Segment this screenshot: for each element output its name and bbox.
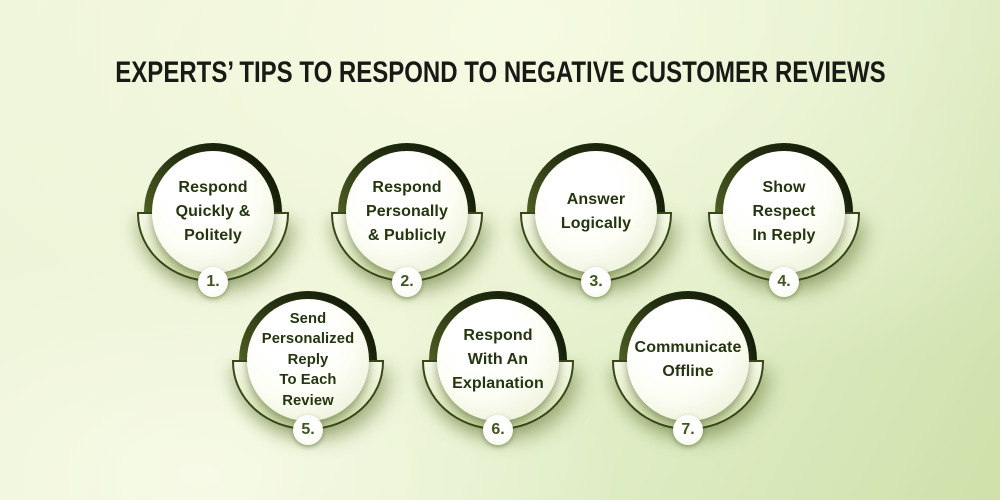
- tip-circle: Send Personalized Reply To Each Review: [247, 299, 369, 421]
- tip-label: Respond Personally & Publicly: [366, 179, 448, 244]
- tip-item-4: Show Respect In Reply 4.: [704, 133, 864, 303]
- tip-number: 6.: [491, 421, 505, 438]
- tip-circle: Respond With An Explanation: [437, 299, 559, 421]
- tip-item-7: Communicate Offline 7.: [608, 281, 768, 451]
- tip-number-badge: 6.: [483, 415, 513, 445]
- tip-circle: Answer Logically: [535, 151, 657, 273]
- tip-item-1: Respond Quickly & Politely 1.: [133, 133, 293, 303]
- tip-number: 1.: [206, 273, 220, 290]
- tip-circle: Communicate Offline: [627, 299, 749, 421]
- tip-circle: Show Respect In Reply: [723, 151, 845, 273]
- tip-number: 4.: [777, 273, 791, 290]
- tip-number: 5.: [301, 421, 315, 438]
- tip-item-6: Respond With An Explanation 6.: [418, 281, 578, 451]
- tip-number-badge: 1.: [198, 267, 228, 297]
- tip-number: 3.: [589, 273, 603, 290]
- tip-item-3: Answer Logically 3.: [516, 133, 676, 303]
- tip-item-5: Send Personalized Reply To Each Review 5…: [228, 281, 388, 451]
- tip-number-badge: 2.: [392, 267, 422, 297]
- tip-number-badge: 7.: [673, 415, 703, 445]
- tip-circle: Respond Quickly & Politely: [152, 151, 274, 273]
- tip-label: Send Personalized Reply To Each Review: [261, 310, 355, 409]
- tip-label: Respond Quickly & Politely: [175, 179, 251, 244]
- tip-label: Respond With An Explanation: [452, 327, 544, 392]
- tip-label: Communicate Offline: [634, 339, 742, 380]
- title-bar: EXPERTS’ TIPS TO RESPOND TO NEGATIVE CUS…: [0, 58, 1000, 88]
- tip-item-2: Respond Personally & Publicly 2.: [327, 133, 487, 303]
- tip-number-badge: 3.: [581, 267, 611, 297]
- tip-label: Answer Logically: [560, 191, 632, 232]
- tip-number-badge: 4.: [769, 267, 799, 297]
- tip-label: Show Respect In Reply: [752, 179, 816, 244]
- page-title: EXPERTS’ TIPS TO RESPOND TO NEGATIVE CUS…: [114, 56, 886, 89]
- tip-number: 7.: [681, 421, 695, 438]
- tip-circle: Respond Personally & Publicly: [346, 151, 468, 273]
- tip-number: 2.: [400, 273, 414, 290]
- tip-number-badge: 5.: [293, 415, 323, 445]
